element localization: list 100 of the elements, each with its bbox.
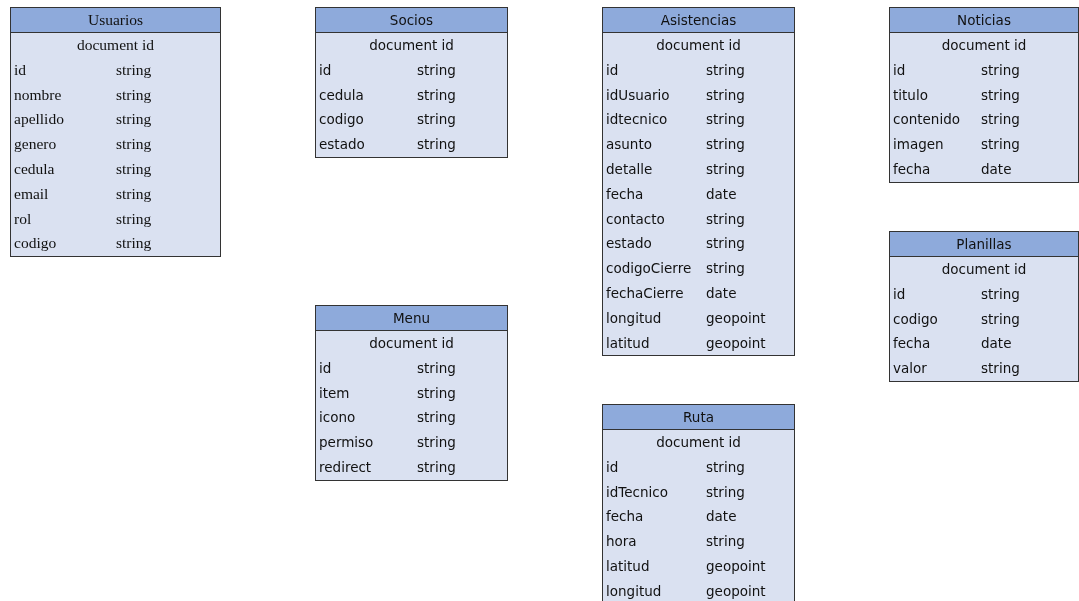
field-type: string [417,358,456,378]
field-type: string [706,457,745,477]
field-name: fecha [892,334,932,354]
document-id-label: document id [940,36,1028,55]
field-name: estado [318,135,366,155]
field-name: fechaCierre [605,283,685,303]
field-name: titulo [892,85,929,105]
field-name: latitud [605,557,651,576]
field-name: codigo [892,309,939,329]
field-name: hora [605,532,638,552]
field-name: genero [13,134,58,155]
field-name: id [892,60,907,80]
collection-table [10,7,221,258]
collection-table [602,404,795,601]
field-type: string [981,309,1020,329]
field-type: string [417,408,456,428]
field-name: codigo [318,110,365,130]
field-name: id [605,60,620,80]
document-id-label: document id [75,35,156,55]
field-type: string [706,532,745,552]
field-name: cedula [318,85,365,105]
field-name: id [605,457,620,477]
field-type: string [981,135,1020,155]
field-name: id [892,284,907,304]
field-type: string [706,135,745,155]
field-name: rol [13,208,33,229]
field-name: id [318,358,333,378]
field-name: item [318,383,351,403]
collection-table [315,305,508,481]
field-type: geopoint [706,581,766,601]
field-type: string [417,433,456,453]
field-type: string [706,110,745,130]
field-name: id [13,59,28,80]
table-header: Socios [316,8,507,33]
field-type: string [116,183,152,204]
field-type: string [116,134,152,155]
field-type: string [981,359,1020,379]
collection-table [602,7,795,357]
field-type: string [417,110,456,130]
field-name: nombre [13,84,63,105]
field-type: date [981,160,1012,179]
collection-table [889,7,1079,183]
field-name: contacto [605,209,666,229]
field-name: asunto [605,135,653,155]
field-type: string [981,110,1020,130]
field-name: estado [605,234,653,254]
field-type: string [417,383,456,403]
field-name: cedula [13,159,56,179]
field-type: string [417,85,456,105]
field-type: string [116,208,152,229]
table-header: Asistencias [603,8,794,33]
document-id-label: document id [655,36,742,55]
field-type: string [116,84,152,105]
table-header: Noticias [890,8,1078,33]
table-header: Usuarios [11,8,220,33]
field-name: fecha [605,184,645,204]
field-name: icono [318,408,357,428]
field-name: idUsuario [605,85,671,105]
field-name: redirect [318,458,373,477]
field-type: string [706,85,745,105]
field-type: string [981,60,1020,80]
field-type: string [116,233,152,254]
field-type: geopoint [706,333,766,353]
field-type: string [706,234,745,254]
field-type: date [981,334,1012,354]
field-name: permiso [318,433,375,453]
field-type: string [981,85,1020,105]
field-name: longitud [605,581,663,601]
field-name: detalle [605,160,654,179]
field-type: string [981,284,1020,304]
field-name: codigoCierre [605,259,693,279]
field-type: date [706,283,737,303]
field-type: string [417,135,456,155]
field-type: geopoint [706,308,766,328]
field-name: idTecnico [605,482,669,502]
document-id-label: document id [940,260,1028,279]
field-type: string [116,159,152,179]
field-type: string [706,209,745,229]
document-id-label: document id [655,433,742,452]
field-type: string [417,458,456,477]
field-name: fecha [605,507,645,527]
field-name: longitud [605,308,663,328]
field-name: valor [892,359,928,379]
field-type: string [706,160,745,179]
document-id-label: document id [368,334,455,353]
field-type: string [417,60,456,80]
table-header: Ruta [603,405,794,430]
field-name: apellido [13,109,65,130]
collection-table [315,7,508,158]
field-type: string [706,482,745,502]
field-type: string [706,60,745,80]
field-type: string [116,109,152,130]
field-name: codigo [13,233,58,254]
field-type: date [706,184,737,204]
field-name: id [318,60,333,80]
document-id-label: document id [368,36,455,55]
field-type: date [706,507,737,527]
field-name: latitud [605,333,651,353]
collection-table [889,231,1079,382]
field-name: email [13,183,50,204]
